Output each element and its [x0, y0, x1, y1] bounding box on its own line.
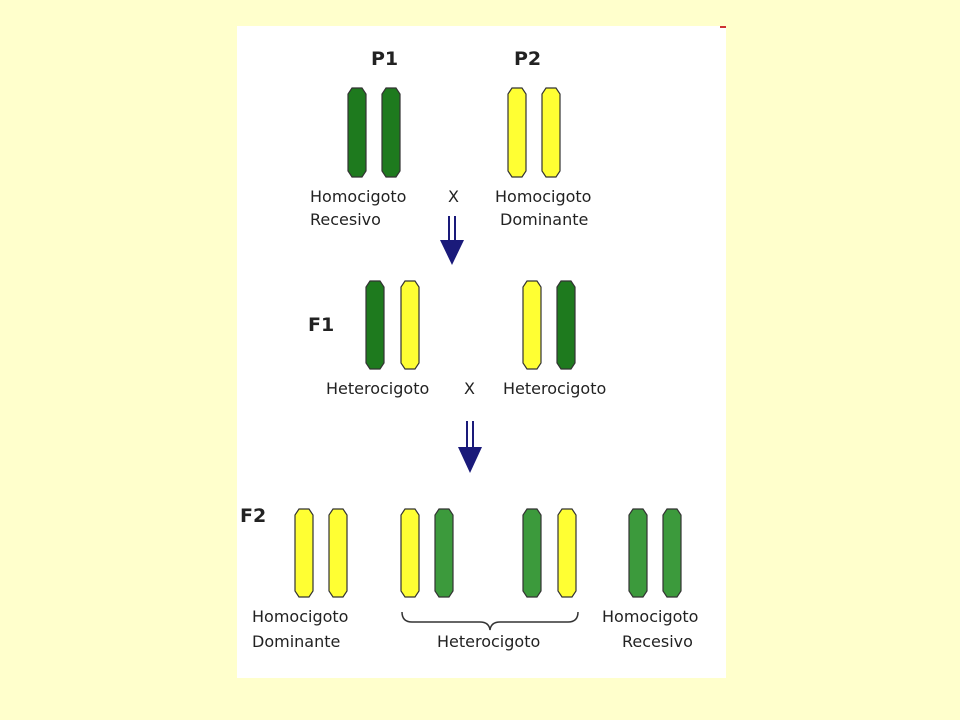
chromosome [522, 280, 542, 370]
p2-chromosome-pair [507, 87, 561, 178]
chromosome [662, 508, 682, 598]
p2-caption-line2: Dominante [500, 210, 588, 229]
p1-caption-line1: Homocigoto [310, 187, 406, 206]
p1-label: P1 [371, 48, 398, 70]
chromosome [347, 87, 367, 178]
f2-dominant-caption-line2: Dominante [252, 632, 340, 651]
p2-label: P2 [514, 48, 541, 70]
chromosome [522, 508, 542, 598]
chromosome [400, 280, 420, 370]
chromosome [556, 280, 576, 370]
chromosome [365, 280, 385, 370]
f1-label: F1 [308, 314, 334, 336]
heterozygote-brace [401, 611, 579, 631]
f2-hetero-caption: Heterocigoto [437, 632, 540, 651]
f2-dominant-chromosome-pair [294, 508, 348, 598]
p1-chromosome-pair [347, 87, 401, 178]
f2-label: F2 [240, 505, 266, 527]
f1-left-chromosome-pair [365, 280, 420, 370]
f2-dominant-caption-line1: Homocigoto [252, 607, 348, 626]
chromosome [328, 508, 348, 598]
arrow-p-to-f1 [440, 216, 464, 265]
chromosome [400, 508, 420, 598]
chromosome [294, 508, 314, 598]
p2-caption-line1: Homocigoto [495, 187, 591, 206]
f2-recessive-chromosome-pair [628, 508, 682, 598]
chromosome [628, 508, 648, 598]
chromosome [507, 87, 527, 178]
f2-hetero-b-chromosome-pair [522, 508, 577, 598]
chromosome [381, 87, 401, 178]
chromosome [541, 87, 561, 178]
arrow-f1-to-f2 [458, 421, 482, 473]
f1-cross-symbol: X [464, 379, 475, 398]
p1-caption-line2: Recesivo [310, 210, 381, 229]
f1-right-chromosome-pair [522, 280, 576, 370]
chromosome [557, 508, 577, 598]
f2-recessive-caption-line1: Homocigoto [602, 607, 698, 626]
f1-left-caption: Heterocigoto [326, 379, 429, 398]
corner-mark [720, 26, 726, 28]
chromosome [434, 508, 454, 598]
f1-right-caption: Heterocigoto [503, 379, 606, 398]
f2-recessive-caption-line2: Recesivo [622, 632, 693, 651]
f2-hetero-a-chromosome-pair [400, 508, 454, 598]
p-cross-symbol: X [448, 187, 459, 206]
